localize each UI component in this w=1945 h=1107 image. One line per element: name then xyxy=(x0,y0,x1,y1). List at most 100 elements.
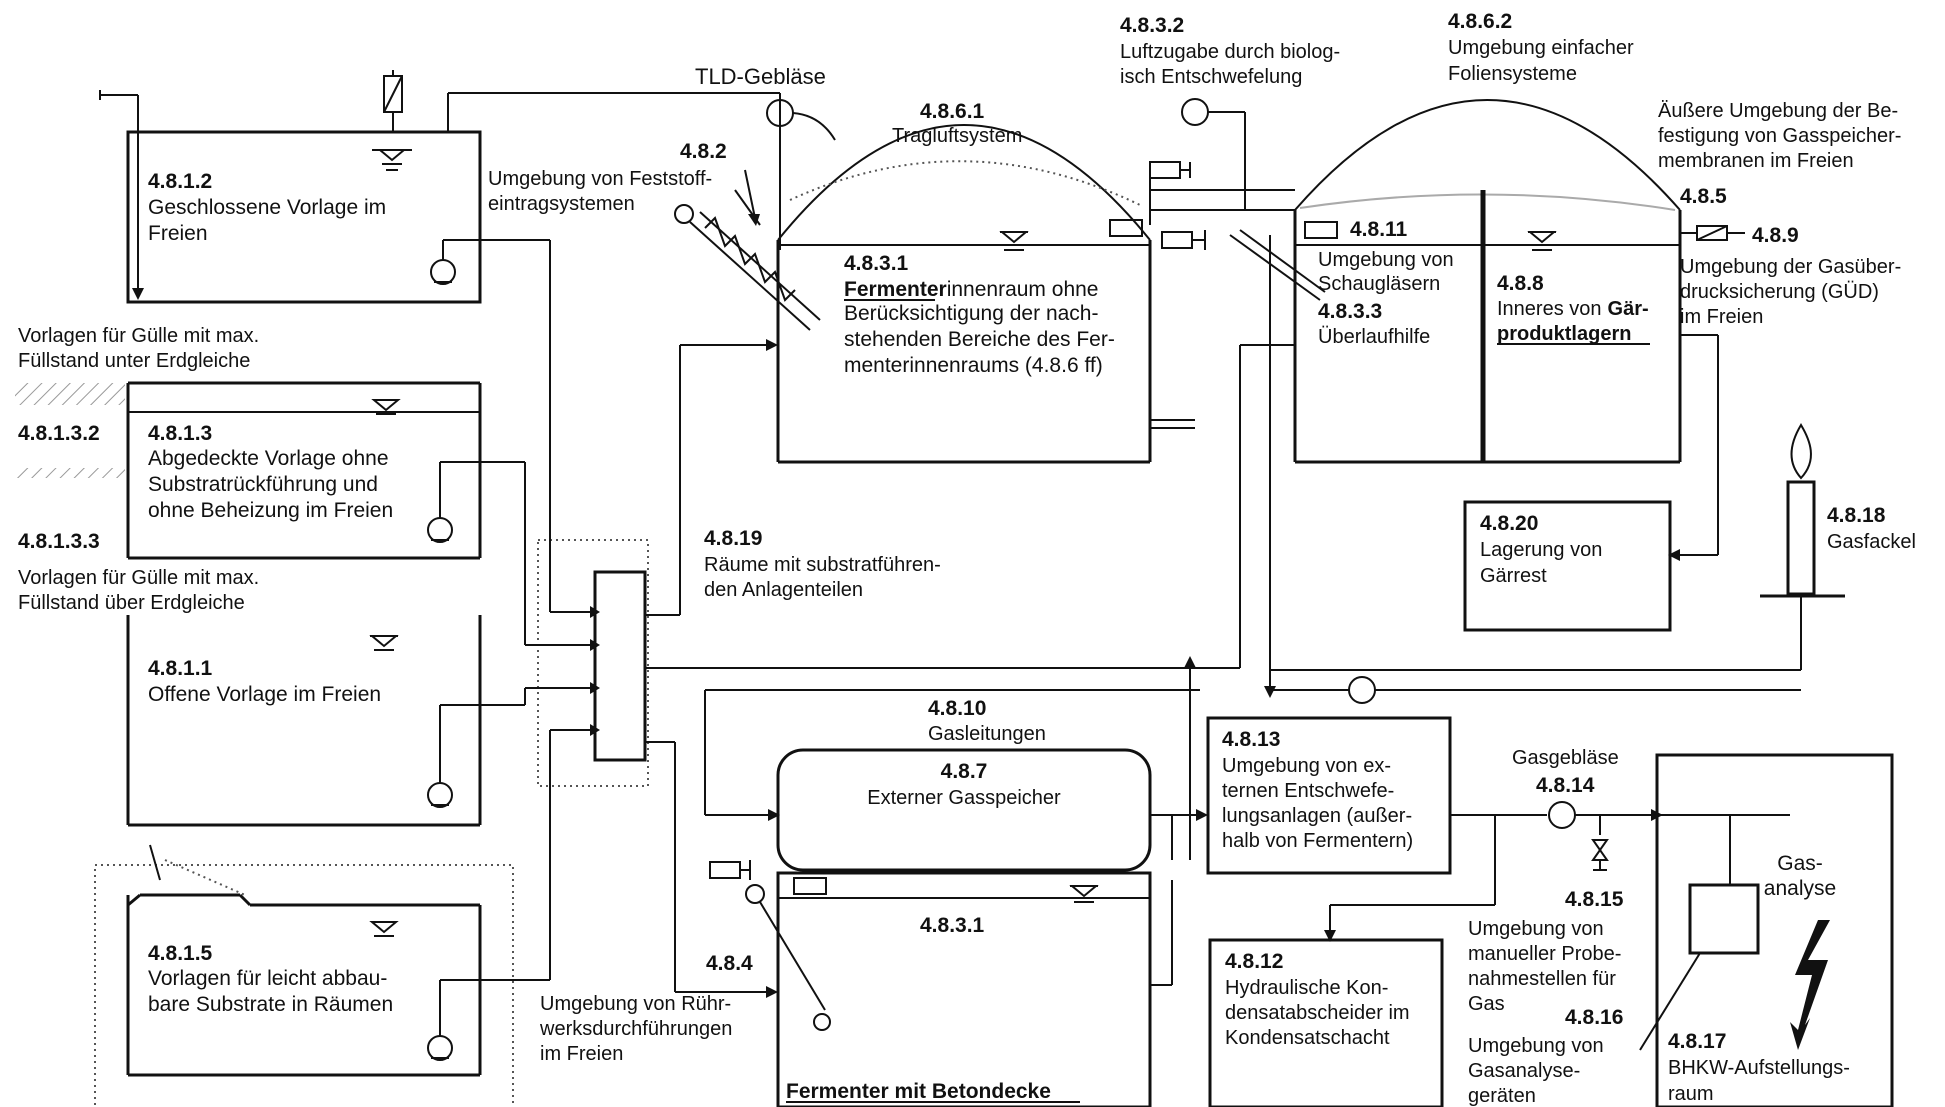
label-4812-b: Freien xyxy=(148,222,208,245)
box-4812b xyxy=(1208,938,1444,1107)
label-guelle-ueber-a: Vorlagen für Gülle mit max. xyxy=(18,567,259,589)
label-4813-id: 4.8.1.3 xyxy=(148,422,212,445)
label-4811-id: 4.8.1.1 xyxy=(148,657,213,680)
label-484-c: im Freien xyxy=(540,1043,623,1065)
label-gasanalyse-a: Gas- xyxy=(1777,852,1823,875)
label-4815-b: bare Substrate in Räumen xyxy=(148,993,393,1016)
label-484-b: werksdurchführungen xyxy=(539,1018,732,1040)
valve-icon xyxy=(709,861,741,879)
label-aussen-b: festigung von Gasspeicher- xyxy=(1658,125,1901,147)
valve-icon xyxy=(1149,161,1181,179)
label-489-b: drucksicherung (GÜD) xyxy=(1680,281,1879,303)
valve-icon xyxy=(1161,231,1193,249)
label-4816-b: Gasanalyse- xyxy=(1468,1060,1580,1082)
agitator-icon xyxy=(813,1013,831,1031)
label-487-a: Externer Gasspeicher xyxy=(867,787,1061,809)
label-482-a: Umgebung von Feststoff- xyxy=(488,168,712,190)
air-blower-icon xyxy=(1181,98,1209,126)
tank-4815: 4.8.1.5 Vorlagen für leicht abbau- bare … xyxy=(126,893,550,1077)
label-4811-a: Offene Vorlage im Freien xyxy=(148,683,381,706)
box-4817 xyxy=(1655,753,1894,1107)
label-487-id: 4.8.7 xyxy=(941,760,988,783)
manifold xyxy=(593,570,647,762)
label-4831-a: Fermenterinnenraum ohne xyxy=(844,278,1098,301)
label-4812b-a: Hydraulische Kon- xyxy=(1225,977,1388,999)
pump-icon xyxy=(430,259,456,285)
tank-4811: 4.8.1.1 Offene Vorlage im Freien xyxy=(126,615,525,827)
label-4831b-id: 4.8.3.1 xyxy=(920,914,985,937)
ground-hatch xyxy=(15,383,125,405)
label-tld: TLD-Gebläse xyxy=(695,64,826,89)
label-4831-b: Berücksichtigung der nach- xyxy=(844,302,1098,325)
label-4815b-a: Umgebung von xyxy=(1468,918,1604,940)
box-487 xyxy=(776,748,1152,872)
label-4813b-b: ternen Entschwefe- xyxy=(1222,780,1394,802)
label-4812-a: Geschlossene Vorlage im xyxy=(148,196,386,219)
label-4813b-id: 4.8.13 xyxy=(1222,728,1280,751)
label-4832-id: 4.8.3.2 xyxy=(1120,14,1184,37)
label-484-id: 4.8.4 xyxy=(706,952,753,975)
label-4816-c: geräten xyxy=(1468,1085,1536,1107)
label-4811b-a: Umgebung von xyxy=(1318,249,1454,271)
digestate-storage: 4.8.11 Umgebung von Schaugläsern 4.8.3.3… xyxy=(1293,99,1682,464)
pump-icon xyxy=(427,782,453,808)
label-gasanalyse-b: analyse xyxy=(1764,877,1836,900)
gas-blower-icon xyxy=(1548,801,1576,829)
room-boundary xyxy=(94,864,514,1107)
label-4814-id: 4.8.14 xyxy=(1536,774,1595,797)
label-4812b-b: densatabscheider im xyxy=(1225,1002,1410,1024)
label-4861-id: 4.8.6.1 xyxy=(920,100,985,123)
label-4813-a: Abgedeckte Vorlage ohne xyxy=(148,447,389,470)
label-4815-id: 4.8.1.5 xyxy=(148,942,213,965)
room-4819-boundary xyxy=(537,539,649,787)
label-488-id: 4.8.8 xyxy=(1497,272,1544,295)
sample-valve-icon xyxy=(1591,839,1609,852)
label-4831-c: stehenden Bereiche des Fer- xyxy=(844,328,1115,351)
tank-4813: 4.8.1.3 Abgedeckte Vorlage ohne Substrat… xyxy=(126,381,525,560)
ground-hatch-2 xyxy=(15,468,125,478)
label-4816-id: 4.8.16 xyxy=(1565,1006,1623,1029)
pump-icon xyxy=(427,1035,453,1061)
label-4833-a: Überlaufhilfe xyxy=(1318,326,1430,348)
label-4862-a: Umgebung einfacher xyxy=(1448,37,1634,59)
label-4815b-d: Gas xyxy=(1468,993,1505,1015)
label-48133: 4.8.1.3.3 xyxy=(18,530,100,553)
label-4819-id: 4.8.19 xyxy=(704,527,762,550)
label-489-a: Umgebung der Gasüber- xyxy=(1680,256,1901,278)
label-48132: 4.8.1.3.2 xyxy=(18,422,100,445)
label-4820-b: Gärrest xyxy=(1480,565,1547,587)
label-4810-id: 4.8.10 xyxy=(928,697,986,720)
sight-glass-icon xyxy=(1304,221,1338,239)
gas-pump-icon xyxy=(1348,676,1376,704)
label-4813b-d: halb von Fermentern) xyxy=(1222,830,1413,852)
label-484-a: Umgebung von Rühr- xyxy=(540,993,731,1015)
pump-icon xyxy=(427,517,453,543)
label-488-b: produktlagern xyxy=(1497,323,1631,345)
box-4813 xyxy=(1206,716,1452,875)
label-4831-d: menterinnenraums (4.8.6 ff) xyxy=(844,354,1103,377)
label-4832-a: Luftzugabe durch biolog- xyxy=(1120,41,1340,63)
box-4820 xyxy=(1463,500,1672,632)
label-4832-b: isch Entschwefelung xyxy=(1120,66,1302,88)
label-4815-a: Vorlagen für leicht abbau- xyxy=(148,967,387,990)
lightning-icon xyxy=(1790,920,1830,1050)
fermenter-main: 4.8.3.1 Fermenterinnenraum ohne Berücksi… xyxy=(776,124,1195,464)
motor-icon xyxy=(745,884,765,904)
flame-icon xyxy=(1790,423,1812,480)
gas-analyzer-box xyxy=(1688,883,1760,955)
label-4817-a: BHKW-Aufstellungs- xyxy=(1668,1057,1850,1079)
label-guelle-unter-a: Vorlagen für Gülle mit max. xyxy=(18,325,259,347)
label-guelle-unter-b: Füllstand unter Erdgleiche xyxy=(18,350,250,372)
label-4812b-id: 4.8.12 xyxy=(1225,950,1283,973)
sight-glass-icon xyxy=(1109,219,1143,237)
label-489-id: 4.8.9 xyxy=(1752,224,1799,247)
label-4813-b: Substratrückführung und xyxy=(148,473,378,496)
label-4816-a: Umgebung von xyxy=(1468,1035,1604,1057)
label-4819-b: den Anlagenteilen xyxy=(704,579,863,601)
label-4813-c: ohne Beheizung im Freien xyxy=(148,499,393,522)
label-4811b-id: 4.8.11 xyxy=(1350,218,1408,241)
solid-feeder-screw xyxy=(674,204,821,331)
label-4819-a: Räume mit substratführen- xyxy=(704,554,941,576)
